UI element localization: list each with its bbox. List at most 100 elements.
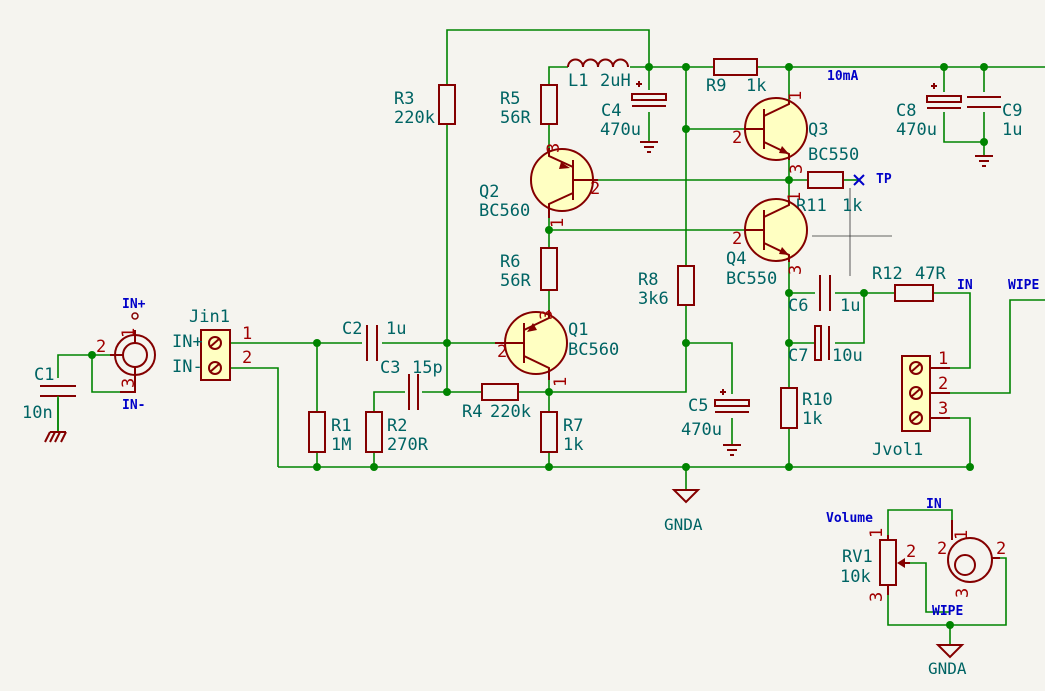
ref-label: C9 xyxy=(1002,101,1022,121)
net-label-in: IN xyxy=(957,278,973,293)
junction-dot xyxy=(443,339,451,347)
resistor-R8[interactable]: R8 3k6 xyxy=(638,265,695,309)
net-label-current: 10mA xyxy=(827,69,858,84)
testpoint-marker[interactable]: TP xyxy=(853,172,892,187)
ref-label: L1 xyxy=(568,71,588,91)
resistor-R9[interactable]: R9 1k xyxy=(706,58,766,96)
connector-Jvol1[interactable]: 1 2 3 Jvol1 xyxy=(872,349,950,460)
junction-dot xyxy=(940,63,948,71)
resistor-R5[interactable]: R5 56R xyxy=(500,84,558,128)
ref-label: C8 xyxy=(896,101,916,121)
pin-number: 2 xyxy=(996,539,1006,559)
junction-dot xyxy=(545,388,553,396)
value-label: 1k xyxy=(746,76,766,96)
junction-dot xyxy=(966,463,974,471)
net-label-in-minus: IN- xyxy=(122,398,145,413)
connector-Jin1[interactable]: Jin1 IN+ IN- 1 2 xyxy=(172,307,252,381)
capacitor-C8[interactable]: C8 470u xyxy=(896,83,962,140)
capacitor-C7[interactable]: C7 10u xyxy=(788,325,863,366)
ref-label: Q3 xyxy=(808,120,828,140)
value-label: 3k6 xyxy=(638,289,669,309)
pin-number: 1 xyxy=(952,530,972,540)
xlr-connector-input[interactable]: 2 1 3 IN+ IN- xyxy=(96,297,156,413)
pin1-label: IN+ xyxy=(172,332,203,352)
resistor-R6[interactable]: R6 56R xyxy=(500,247,558,291)
pin-number: 2 xyxy=(938,374,948,394)
pin-number: 1 xyxy=(119,328,139,338)
resistor-R10[interactable]: R10 1k xyxy=(780,387,833,429)
pin-number: 1 xyxy=(867,528,887,538)
resistor-R1[interactable]: R1 1M xyxy=(308,411,351,455)
resistor-R4[interactable]: R4 220k xyxy=(462,383,531,422)
ref-label: C2 xyxy=(342,319,362,339)
value-label: 2uH xyxy=(600,71,631,91)
pin-number: 2 xyxy=(732,128,742,148)
pin-number: 3 xyxy=(119,378,139,388)
capacitor-C6[interactable]: C6 1u xyxy=(788,275,860,316)
pin-number: 1 xyxy=(786,91,806,101)
ref-label: R3 xyxy=(394,89,414,109)
value-label: 1u xyxy=(386,319,406,339)
resistor-R11[interactable]: R11 1k xyxy=(796,171,862,216)
value-label: BC560 xyxy=(568,340,619,360)
ref-label: Q4 xyxy=(726,249,746,269)
value-label: 1M xyxy=(331,435,351,455)
value-label: 1k xyxy=(802,409,822,429)
value-label: BC560 xyxy=(479,201,530,221)
inductor-L1[interactable]: L1 2uH xyxy=(567,58,631,92)
capacitor-C4[interactable]: C4 470u xyxy=(600,81,667,153)
transistor-Q2[interactable]: 2 3 1 Q2 BC560 xyxy=(479,143,600,228)
value-label: 56R xyxy=(500,108,531,128)
capacitor-C2[interactable]: C2 1u xyxy=(342,319,406,361)
wire xyxy=(548,66,568,85)
ref-label: C1 xyxy=(34,365,54,385)
resistor-R3[interactable]: R3 220k xyxy=(394,84,456,128)
pin-number: 3 xyxy=(537,310,557,320)
junction-dot xyxy=(682,463,690,471)
transistor-Q3[interactable]: 2 1 3 Q3 BC550 xyxy=(732,91,859,174)
pin-number: 3 xyxy=(786,265,806,275)
value-label: 1u xyxy=(1002,120,1022,140)
ref-label: Q1 xyxy=(568,320,588,340)
value-label: 1k xyxy=(842,196,862,216)
junction-dot xyxy=(860,289,868,297)
capacitor-C5[interactable]: C5 470u xyxy=(681,389,750,456)
potentiometer-RV1[interactable]: 2 1 3 Volume RV1 10k xyxy=(826,511,916,602)
xlr-connector-volume[interactable]: 2 2 1 3 xyxy=(937,520,1006,598)
value-label: 1u xyxy=(840,296,860,316)
wire xyxy=(933,292,971,369)
junctions xyxy=(88,63,988,629)
transistor-Q4[interactable]: 2 1 3 Q4 BC550 xyxy=(726,192,808,289)
transistor-Q1[interactable]: 3 1 2 Q1 BC560 xyxy=(495,310,619,387)
resistor-R12[interactable]: R12 47R xyxy=(872,264,946,302)
junction-dot xyxy=(980,138,988,146)
wire xyxy=(446,29,650,85)
pin-number: 3 xyxy=(953,588,973,598)
value-label: 470u xyxy=(896,120,937,140)
pin-number: 3 xyxy=(867,592,887,602)
capacitor-C9[interactable]: C9 1u xyxy=(967,96,1022,167)
capacitor-C3[interactable]: C3 15p xyxy=(380,358,443,410)
junction-dot xyxy=(682,339,690,347)
net-label-in-plus: IN+ xyxy=(122,297,146,312)
ref-label: Jin1 xyxy=(189,307,230,327)
ref-label: R8 xyxy=(638,270,658,290)
capacitor-C1[interactable]: C1 10n xyxy=(22,365,76,443)
ground-symbol: GNDA xyxy=(664,489,703,534)
junction-dot xyxy=(443,388,451,396)
junction-dot xyxy=(785,63,793,71)
value-label: 470u xyxy=(600,120,641,140)
wire xyxy=(910,562,950,613)
wire xyxy=(950,299,1045,394)
ref-label: Q2 xyxy=(479,182,499,202)
ref-label: R4 xyxy=(462,402,482,422)
ref-label: R5 xyxy=(500,89,520,109)
ref-label: C5 xyxy=(688,396,708,416)
resistor-R2[interactable]: R2 270R xyxy=(365,411,429,455)
value-label: 10n xyxy=(22,403,53,423)
junction-dot xyxy=(545,463,553,471)
wire xyxy=(686,342,733,394)
pin-number: 2 xyxy=(590,179,600,199)
resistor-R7[interactable]: R7 1k xyxy=(540,411,583,455)
